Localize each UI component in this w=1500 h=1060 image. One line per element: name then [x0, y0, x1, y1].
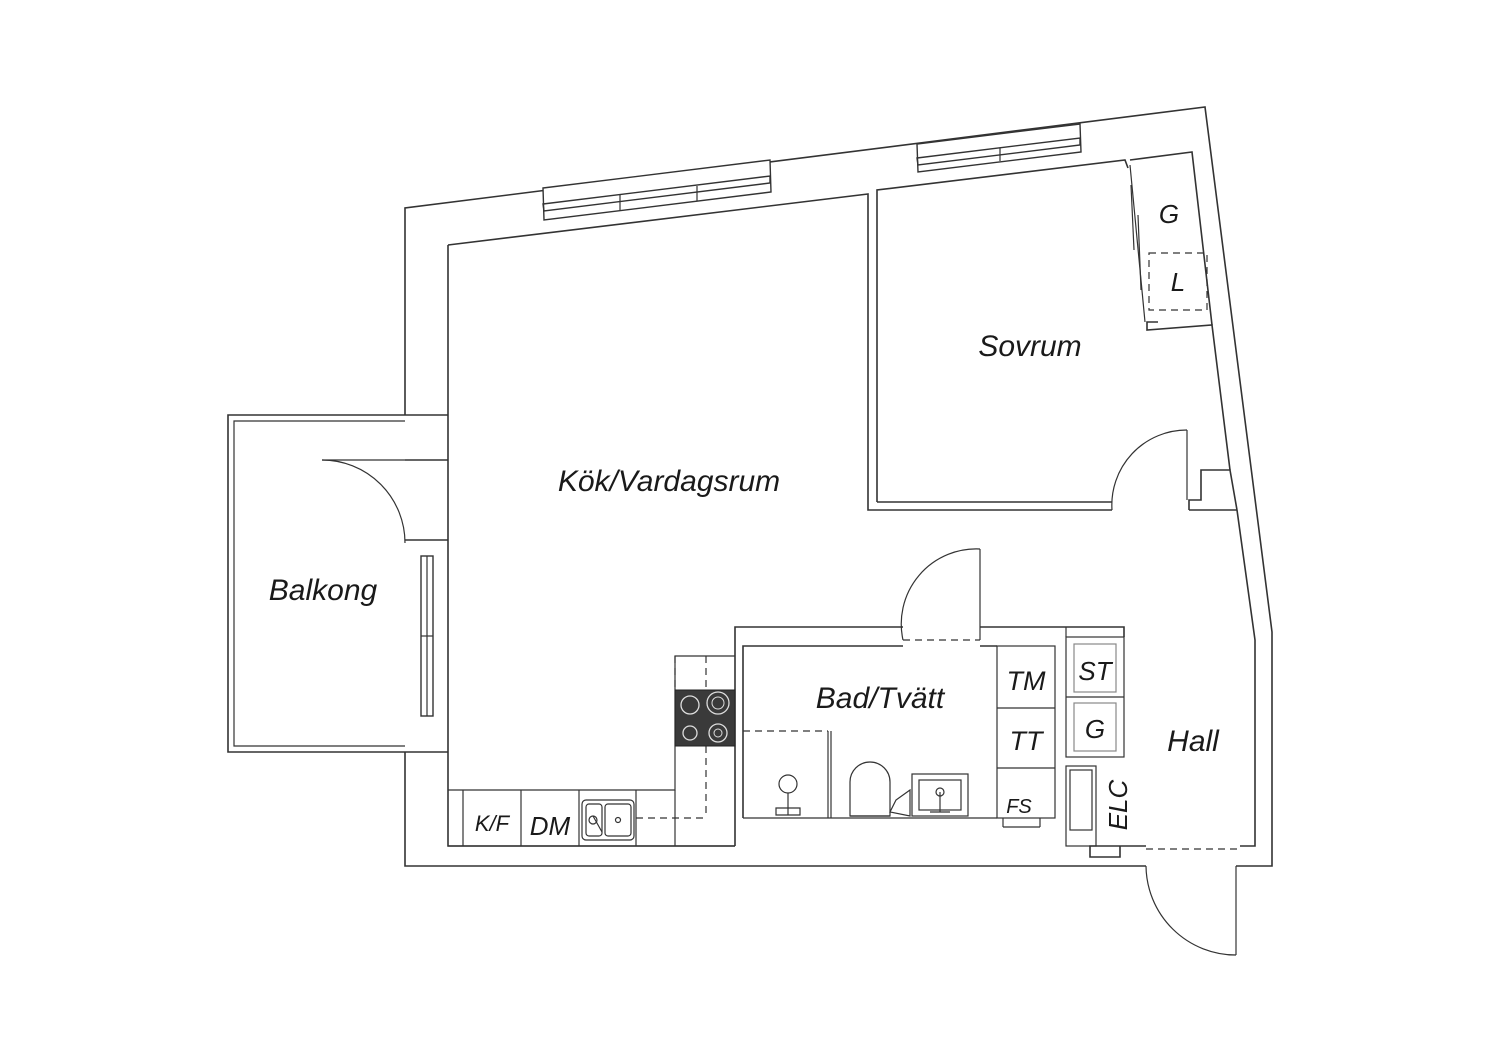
fixture-label-dishwasher: DM: [530, 811, 571, 841]
bedroom-wardrobes: [1129, 151, 1213, 326]
fixture-label-tumble-dryer: TT: [1010, 726, 1045, 756]
fixture-label-fridge-freezer: K/F: [475, 811, 511, 836]
bedroom-walls: [876, 159, 1188, 511]
room-label-bathroom: Bad/Tvätt: [816, 682, 946, 715]
fixture-label-electrical-cabinet: ELC: [1103, 779, 1133, 830]
kitchen-counter: [448, 655, 736, 847]
fixture-label-drying-cabinet: FS: [1006, 796, 1032, 818]
outer-walls: [404, 106, 1273, 867]
laundry-column: [996, 645, 1056, 828]
fixture-label-hall-g: G: [1085, 714, 1105, 744]
fixture-label-bedroom-l: L: [1171, 267, 1185, 297]
bathroom-walls: [734, 548, 1125, 846]
balcony: [227, 414, 434, 753]
bathroom-fixtures: [775, 761, 969, 817]
fixture-label-bedroom-g: G: [1159, 199, 1179, 229]
fixture-label-washing-machine: TM: [1007, 666, 1046, 696]
top-windows: [542, 123, 1082, 221]
hall-fixtures: [1065, 627, 1240, 956]
room-label-kitchen-living: Kök/Vardagsrum: [558, 465, 780, 498]
room-label-balcony: Balkong: [269, 574, 378, 607]
room-label-bedroom: Sovrum: [978, 330, 1081, 363]
fixture-label-hall-st: ST: [1078, 656, 1113, 686]
room-label-hall: Hall: [1167, 725, 1220, 758]
